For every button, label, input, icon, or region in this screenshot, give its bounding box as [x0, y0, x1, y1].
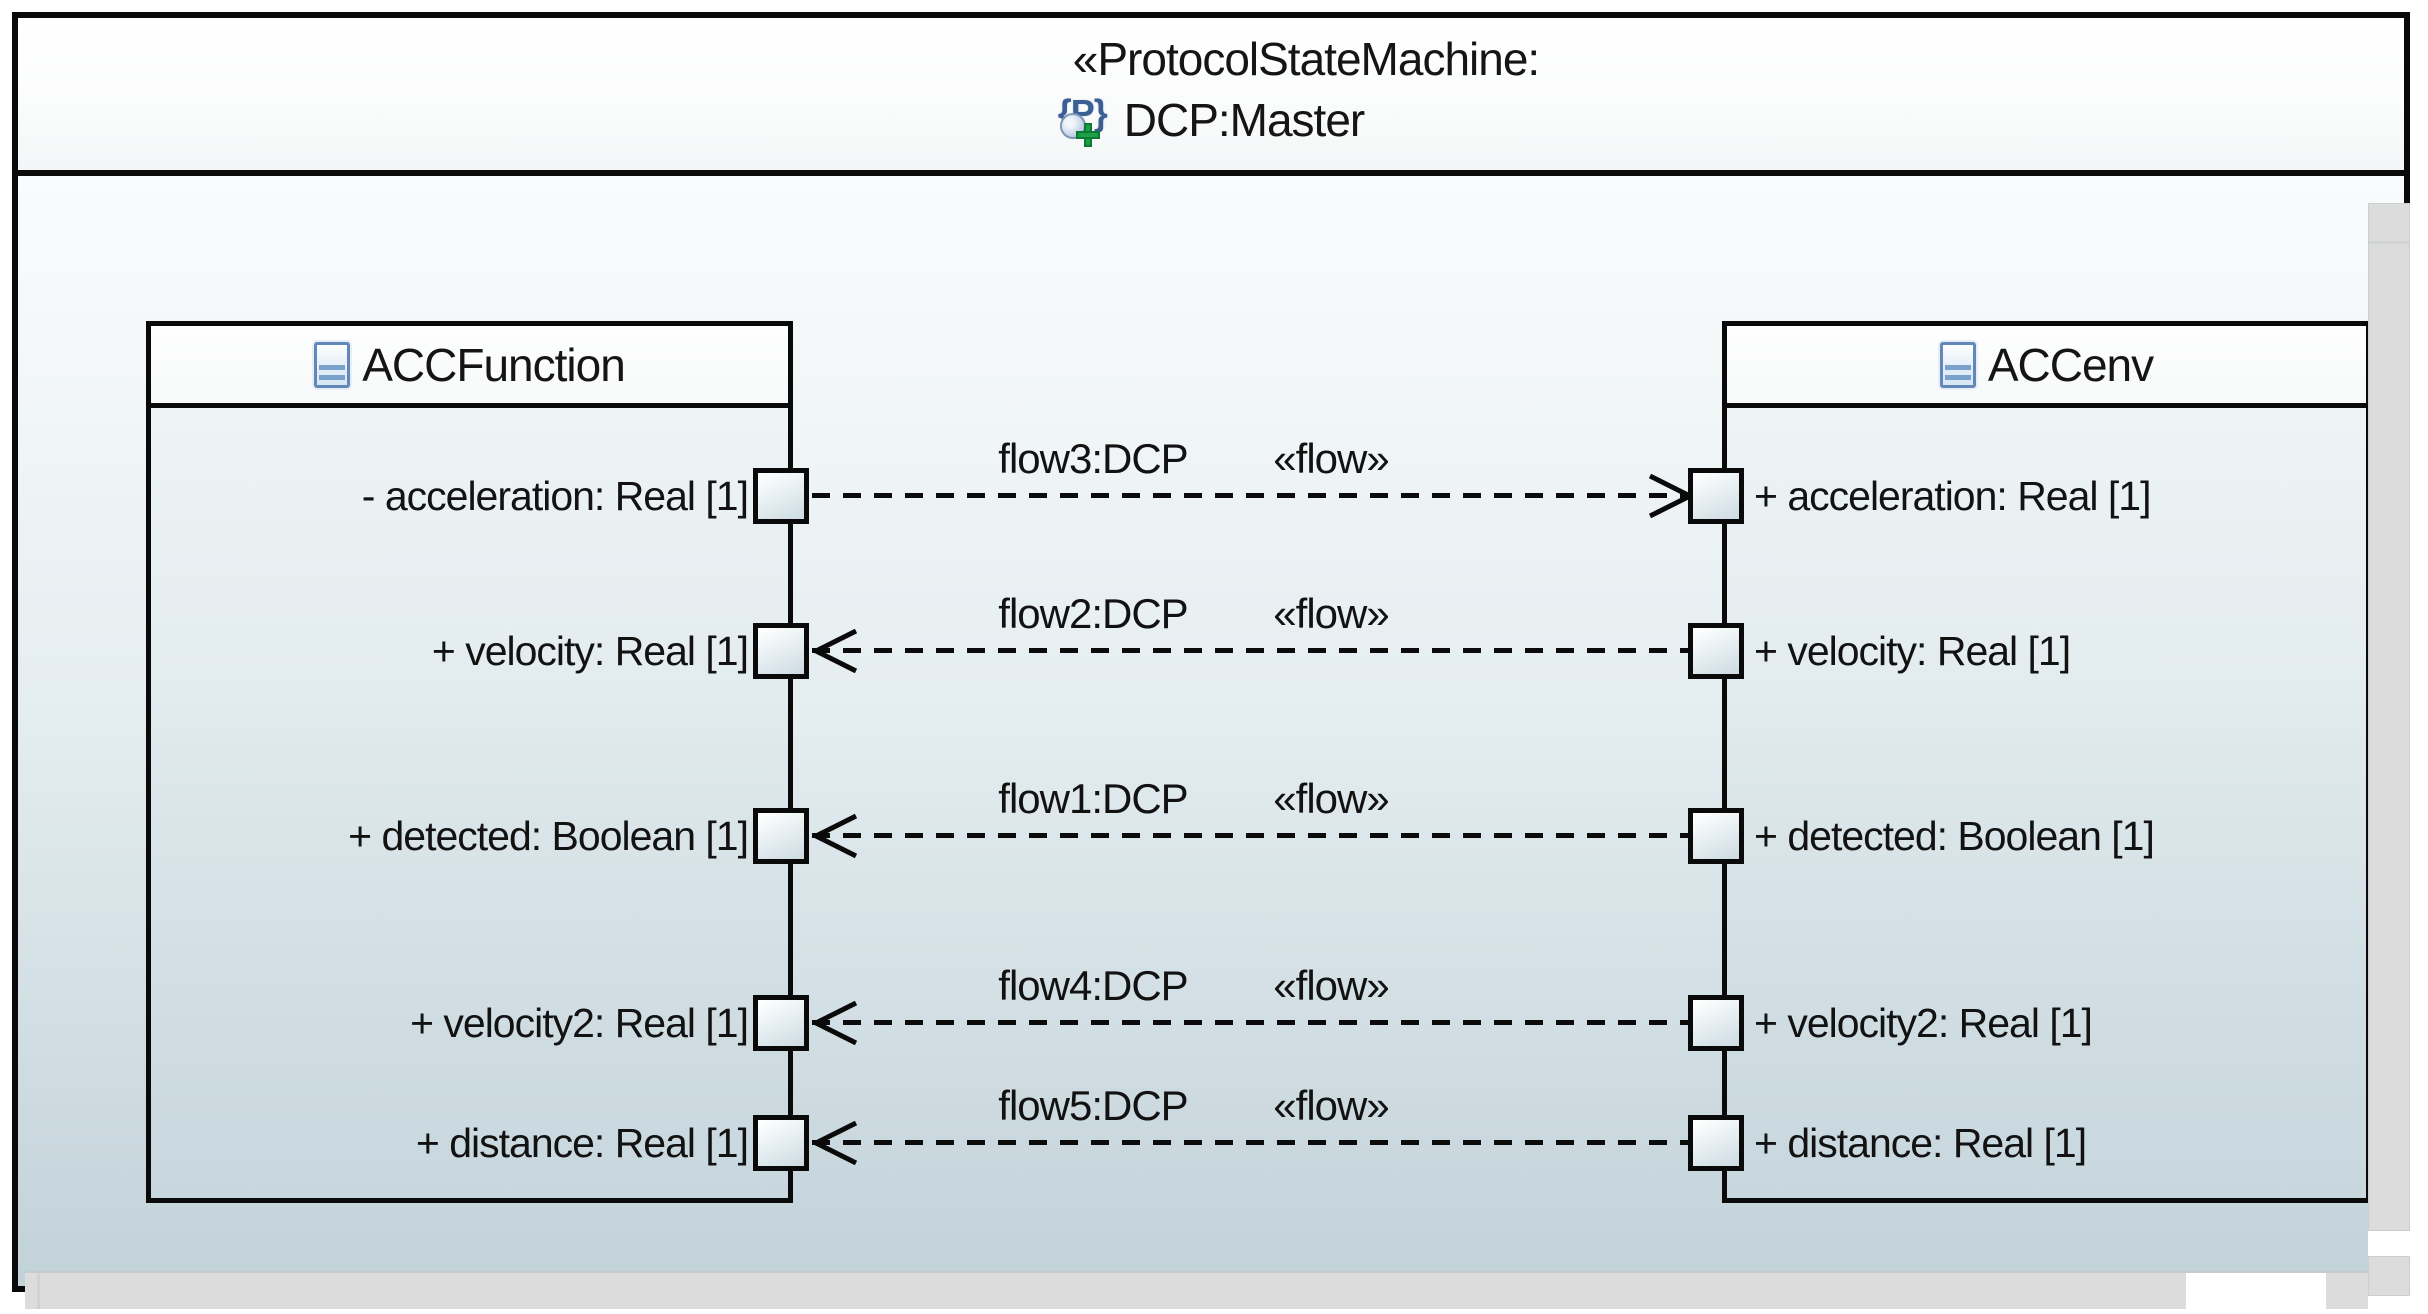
flow-stereotype-label[interactable]: «flow»: [1273, 590, 1389, 637]
attribute-label[interactable]: + detected: Boolean [1]: [1754, 813, 2155, 859]
horizontal-scrollbar-gap: [2186, 1273, 2326, 1309]
port-accfunction[interactable]: [753, 623, 809, 679]
flow-name-label[interactable]: flow3:DCP: [998, 435, 1188, 482]
attribute-label[interactable]: + acceleration: Real [1]: [1754, 473, 2152, 519]
flow-name-label[interactable]: flow1:DCP: [998, 775, 1188, 822]
vertical-scrollbar[interactable]: [2368, 203, 2410, 1231]
block-accenv[interactable]: ACCenv: [1722, 321, 2371, 1203]
block-name-label[interactable]: ACCFunction: [362, 338, 626, 391]
port-accenv[interactable]: [1688, 808, 1744, 864]
protocol-state-machine-icon: {P}: [1058, 93, 1110, 147]
diagram-canvas[interactable]: ACCFunction ACCenv - acceleration: Real …: [18, 176, 2410, 1309]
attribute-label[interactable]: + distance: Real [1]: [1754, 1120, 2087, 1166]
flow-arrowhead-icon: [810, 628, 860, 674]
attribute-label[interactable]: - acceleration: Real [1]: [361, 473, 749, 519]
flow-name-label[interactable]: flow2:DCP: [998, 590, 1188, 637]
horizontal-scrollbar[interactable]: [25, 1271, 2368, 1309]
block-accfunction-header[interactable]: ACCFunction: [151, 326, 788, 408]
flow-name-label[interactable]: flow5:DCP: [998, 1082, 1188, 1129]
attribute-label[interactable]: + detected: Boolean [1]: [348, 813, 749, 859]
port-accenv[interactable]: [1688, 1115, 1744, 1171]
attribute-label[interactable]: + velocity2: Real [1]: [410, 1000, 749, 1046]
flow-stereotype-label[interactable]: «flow»: [1273, 962, 1389, 1009]
flow-name-label[interactable]: flow4:DCP: [998, 962, 1188, 1009]
port-accfunction[interactable]: [753, 468, 809, 524]
flow-arrowhead-icon: [810, 1120, 860, 1166]
port-accenv[interactable]: [1688, 468, 1744, 524]
diagram-title-compartment[interactable]: «ProtocolStateMachine: {P} DCP:Master: [18, 18, 2404, 176]
diagram-stereotype-label: «ProtocolStateMachine:: [1072, 33, 1540, 85]
port-accenv[interactable]: [1688, 623, 1744, 679]
flow-arrowhead-icon: [810, 813, 860, 859]
port-accfunction[interactable]: [753, 995, 809, 1051]
scrollbar-corner: [2368, 1256, 2410, 1296]
diagram-name-label[interactable]: DCP:Master: [1123, 94, 1365, 146]
flow-connector[interactable]: [812, 493, 1690, 498]
flow-connector[interactable]: [812, 1140, 1690, 1145]
block-accfunction[interactable]: ACCFunction: [146, 321, 793, 1203]
attribute-label[interactable]: + velocity: Real [1]: [1754, 628, 2071, 674]
flow-connector[interactable]: [812, 1020, 1690, 1025]
port-accfunction[interactable]: [753, 808, 809, 864]
flow-stereotype-label[interactable]: «flow»: [1273, 435, 1389, 482]
attribute-label[interactable]: + velocity2: Real [1]: [1754, 1000, 2093, 1046]
class-icon: [314, 341, 351, 388]
flow-connector[interactable]: [812, 648, 1690, 653]
block-name-label[interactable]: ACCenv: [1987, 338, 2154, 391]
vertical-scrollbar-gap: [2368, 1231, 2410, 1256]
attribute-label[interactable]: + distance: Real [1]: [415, 1120, 749, 1166]
class-icon: [1939, 341, 1976, 388]
flow-arrowhead-icon: [810, 1000, 860, 1046]
flow-arrowhead-icon: [1646, 473, 1696, 519]
flow-connector[interactable]: [812, 833, 1690, 838]
port-accenv[interactable]: [1688, 995, 1744, 1051]
flow-stereotype-label[interactable]: «flow»: [1273, 775, 1389, 822]
attribute-label[interactable]: + velocity: Real [1]: [431, 628, 749, 674]
flow-stereotype-label[interactable]: «flow»: [1273, 1082, 1389, 1129]
port-accfunction[interactable]: [753, 1115, 809, 1171]
block-accenv-header[interactable]: ACCenv: [1727, 326, 2366, 408]
diagram-frame: «ProtocolStateMachine: {P} DCP:Master AC…: [12, 12, 2410, 1309]
